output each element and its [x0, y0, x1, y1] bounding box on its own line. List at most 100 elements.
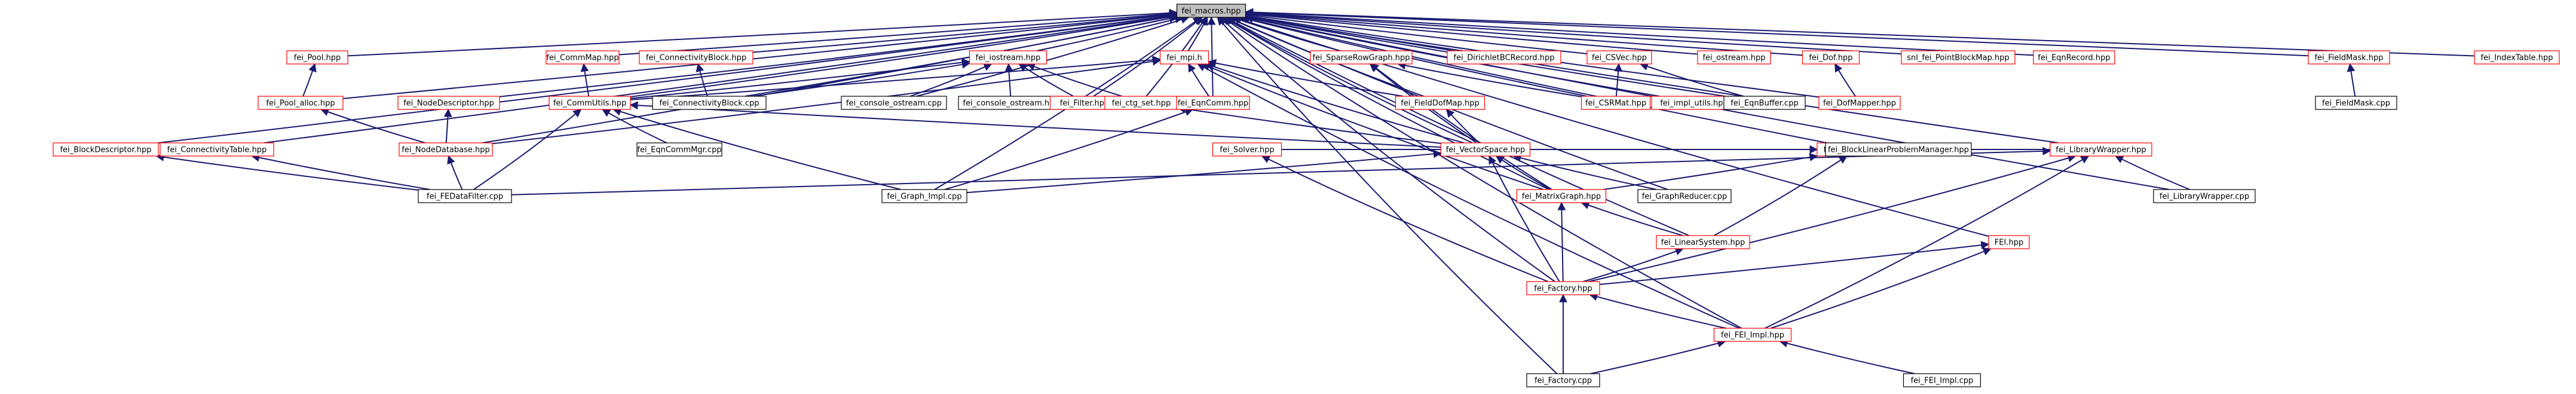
node-box	[546, 50, 620, 65]
node-box	[1586, 50, 1652, 65]
node-label: fei_Pool_alloc.hpp	[266, 99, 335, 108]
node-fei_fei_impl_cpp[interactable]: fei_FEI_Impl.cpp	[1903, 373, 1981, 387]
node-label: fei_iostream.hpp	[976, 54, 1041, 63]
node-label: fei_console_ostream.hpp	[963, 99, 1059, 108]
node-label: fei_EqnRecord.hpp	[2038, 54, 2110, 63]
node-fei_commmap[interactable]: fei_CommMap.hpp	[546, 50, 620, 65]
node-label: fei_SparseRowGraph.hpp	[1312, 54, 1410, 63]
node-fei_graphreducer[interactable]: fei_GraphReducer.cpp	[1637, 189, 1732, 203]
node-label: fei_DirichletBCRecord.hpp	[1454, 54, 1555, 63]
node-fei_fielddofmap[interactable]: fei_FieldDofMap.hpp	[1395, 96, 1485, 110]
node-label: fei_BlockDescriptor.hpp	[60, 146, 151, 155]
edge-fei_factory-to-fei_linearsystem	[1583, 247, 1684, 282]
node-box	[2050, 142, 2152, 157]
node-fei_console_ostream_cpp[interactable]: fei_console_ostream.cpp	[841, 96, 947, 110]
node-box	[1440, 142, 1531, 157]
node-box	[397, 96, 500, 110]
edge-snl_pointblockmap-to-fei_macros	[1245, 9, 1902, 55]
node-fei_connblock_cpp[interactable]: fei_ConnectivityBlock.cpp	[652, 96, 767, 110]
node-label: FEI.hpp	[1995, 239, 2023, 248]
node-fei_vectorspace[interactable]: fei_VectorSpace.hpp	[1440, 142, 1531, 157]
node-label: fei_NodeDescriptor.hpp	[403, 99, 494, 108]
node-box	[1713, 328, 1792, 342]
edge-fei_vectorspace-to-fei_fielddofmap	[1445, 108, 1480, 143]
node-label: fei_FieldDofMap.hpp	[1401, 99, 1480, 108]
edge-fei_librarywrapper_cpp-to-fei_librarywrapper	[2115, 155, 2190, 190]
edge-fei_conntable-to-fei_macros	[264, 12, 1178, 143]
node-fei_ctg_set[interactable]: fei_ctg_set.hpp	[1104, 96, 1178, 110]
node-fei_fei_impl[interactable]: fei_FEI_Impl.hpp	[1713, 328, 1792, 342]
node-fei_eqncomm[interactable]: fei_EqnComm.hpp	[1176, 96, 1250, 110]
node-label: fei_impl_utils.hpp	[1660, 99, 1728, 108]
node-fei_eqnrecord[interactable]: fei_EqnRecord.hpp	[2033, 50, 2115, 65]
node-box	[1212, 142, 1282, 157]
node-label: fei_Pool.hpp	[294, 54, 341, 63]
node-fei_csrmat[interactable]: fei_CSRMat.hpp	[1580, 96, 1651, 110]
node-label: fei_EqnBuffer.cpp	[1730, 99, 1798, 108]
node-fei_pool[interactable]: fei_Pool.hpp	[286, 50, 348, 65]
node-fei_librarywrapper[interactable]: fei_LibraryWrapper.hpp	[2050, 142, 2152, 157]
edge-fei_fei_hpp-to-fei_macros	[1233, 16, 1989, 237]
edge-fei_vectorspace-to-fei_commutils	[629, 101, 1441, 148]
node-label: fei_FEDataFilter.cpp	[427, 193, 503, 201]
node-fei_solver[interactable]: fei_Solver.hpp	[1212, 142, 1282, 157]
node-label: fei_macros.hpp	[1181, 7, 1240, 16]
node-box	[160, 142, 274, 157]
node-box	[1988, 235, 2030, 249]
node-fei_fieldmask[interactable]: fei_FieldMask.hpp	[2308, 50, 2390, 65]
node-label: fei_ConnectivityBlock.cpp	[659, 99, 759, 108]
node-fei_fieldmask_cpp[interactable]: fei_FieldMask.cpp	[2315, 96, 2397, 110]
edge-fei_fedatafilter-to-fei_librarywrapper	[511, 146, 2051, 196]
node-fei_dirichlet[interactable]: fei_DirichletBCRecord.hpp	[1447, 50, 1561, 65]
node-fei_pool_alloc[interactable]: fei_Pool_alloc.hpp	[258, 96, 344, 110]
node-fei_graph_impl[interactable]: fei_Graph_Impl.cpp	[881, 189, 967, 203]
edge-fei_eqnrecord-to-fei_macros	[1245, 8, 2034, 56]
node-fei_fedatafilter[interactable]: fei_FEDataFilter.cpp	[418, 189, 512, 203]
node-box	[1802, 50, 1860, 65]
node-fei_dof[interactable]: fei_Dof.hpp	[1802, 50, 1860, 65]
node-box	[2153, 189, 2256, 203]
node-fei_factory[interactable]: fei_Factory.hpp	[1526, 281, 1600, 295]
node-fei_factory_cpp[interactable]: fei_Factory.cpp	[1526, 373, 1600, 387]
edge-fei_eqncomm-to-fei_macros	[1207, 16, 1216, 97]
node-fei_conntable[interactable]: fei_ConnectivityTable.hpp	[160, 142, 274, 157]
node-box	[1310, 50, 1413, 65]
node-fei_eqnbuffer[interactable]: fei_EqnBuffer.cpp	[1723, 96, 1806, 110]
node-fei_eqncommmgr[interactable]: fei_EqnCommMgr.cpp	[636, 142, 722, 157]
node-box	[1723, 96, 1806, 110]
node-box	[549, 96, 631, 110]
node-fei_nodedescriptor[interactable]: fei_NodeDescriptor.hpp	[397, 96, 500, 110]
node-fei_connblock[interactable]: fei_ConnectivityBlock.hpp	[639, 50, 753, 65]
edge-fei_connblock_cpp-to-fei_connblock	[696, 63, 708, 97]
node-fei_console_ostream_hpp[interactable]: fei_console_ostream.hpp	[958, 96, 1064, 110]
node-fei_mpi[interactable]: fei_mpi.h	[1159, 50, 1209, 65]
node-fei_ostream[interactable]: fei_iostream.hpp	[969, 50, 1047, 65]
node-label: fei_LinearSystem.hpp	[1661, 239, 1745, 248]
node-fei_sparserowgraph[interactable]: fei_SparseRowGraph.hpp	[1310, 50, 1413, 65]
node-fei_indextable[interactable]: fei_IndexTable.hpp	[2474, 50, 2560, 65]
node-label: fei_FEI_Impl.hpp	[1721, 331, 1784, 340]
node-snl_pointblockmap[interactable]: snl_fei_PointBlockMap.hpp	[1901, 50, 2016, 65]
node-label: fei_BlockLinearProblemManager.hpp	[1828, 146, 1969, 155]
node-box	[258, 96, 344, 110]
node-fei_librarywrapper_cpp[interactable]: fei_LibraryWrapper.cpp	[2153, 189, 2256, 203]
node-fei_dofmapper[interactable]: fei_DofMapper.hpp	[1818, 96, 1901, 110]
edge-fei_fei_impl-to-fei_librarywrapper	[1765, 155, 2090, 329]
node-box	[2308, 50, 2390, 65]
node-fei_nodedatabase[interactable]: fei_NodeDatabase.hpp	[399, 142, 493, 157]
node-fei_blockdescriptor[interactable]: fei_BlockDescriptor.hpp	[53, 142, 159, 157]
node-fei_filter[interactable]: fei_Filter.hpp	[1049, 96, 1120, 110]
node-fei_blocklinearproblem[interactable]: fei_BlockLinearProblemManager.hpp	[1825, 142, 1972, 157]
node-fei_linearsystem[interactable]: fei_LinearSystem.hpp	[1656, 235, 1750, 249]
node-fei_ostream2[interactable]: fei_ostream.hpp	[1697, 50, 1771, 65]
node-fei_commutils[interactable]: fei_CommUtils.hpp	[549, 96, 631, 110]
node-fei_matrixgraph[interactable]: fei_MatrixGraph.hpp	[1516, 189, 1607, 203]
node-fei_csvec[interactable]: fei_CSVec.hpp	[1586, 50, 1652, 65]
edge-fei_connblock_cpp-to-fei_ostream	[752, 60, 970, 97]
node-fei_fei_hpp[interactable]: FEI.hpp	[1988, 235, 2030, 249]
edge-fei_graphreducer-to-fei_vectorspace	[1512, 154, 1657, 190]
node-box	[1818, 96, 1901, 110]
edge-fei_eqncommmgr-to-fei_commutils	[601, 109, 667, 143]
node-box	[1526, 373, 1600, 387]
